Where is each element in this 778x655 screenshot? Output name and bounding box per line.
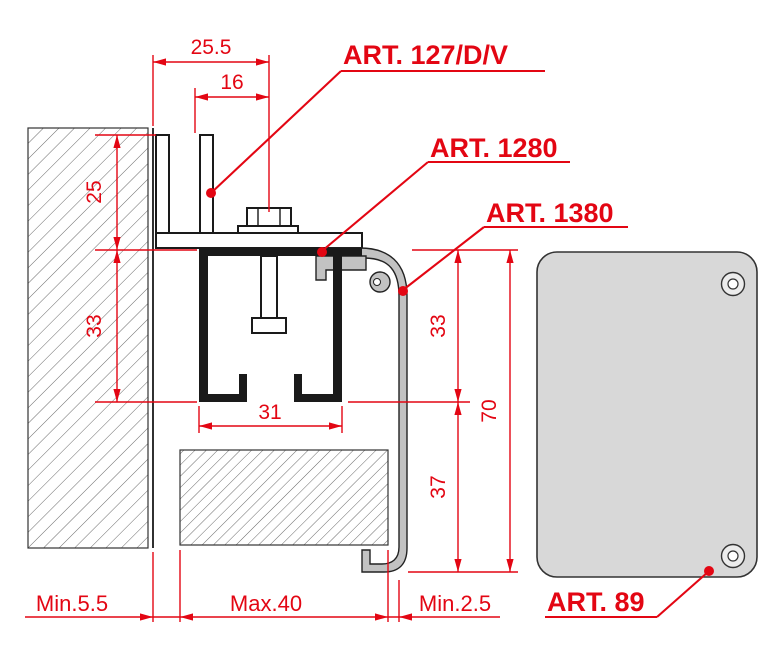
dim-text-31: 31 [258, 401, 281, 424]
dim-text-min-2-5: Min.2.5 [419, 591, 491, 616]
arrowhead [399, 613, 412, 621]
arrowhead [454, 559, 462, 572]
leader-line [656, 571, 709, 618]
dim-text-33-left: 33 [83, 314, 106, 337]
arrowhead [454, 402, 462, 415]
arrowhead [256, 93, 269, 101]
arrowhead [454, 389, 462, 402]
arrowhead [506, 559, 514, 572]
arrowhead [113, 135, 121, 148]
track-right-wall [333, 248, 342, 402]
track-left-lip-upturn [239, 374, 247, 402]
label-art-127: ART. 127/D/V [343, 40, 508, 70]
arrowhead [113, 389, 121, 402]
leader-line [402, 226, 485, 291]
track-left-wall [199, 248, 208, 402]
dim-text-33-right: 33 [427, 314, 450, 337]
bolt-shank [260, 255, 278, 325]
leader-line [210, 70, 342, 194]
arrowhead [180, 613, 193, 621]
wall-section [27, 127, 154, 549]
track-top-flange [199, 248, 362, 256]
article-labels: ART. 127/D/V ART. 1280 ART. 1380 ART. 89 [206, 40, 714, 619]
bolt-washer [237, 225, 299, 234]
leader-line [321, 161, 429, 252]
wall-hatch [27, 127, 149, 549]
screw-top-center-icon [727, 278, 739, 290]
track-profile [199, 248, 362, 402]
leader-dot-icon [317, 247, 327, 257]
dim-text-70: 70 [478, 399, 501, 422]
door-panel [179, 449, 389, 546]
bolt-nut [251, 317, 287, 334]
arrowhead [153, 58, 166, 66]
bracket-wall-leg [155, 134, 170, 234]
dim-text-37: 37 [427, 475, 450, 498]
cover-plate-body [536, 251, 758, 578]
dim-text-min-5-5: Min.5.5 [36, 591, 108, 616]
fascia-body [329, 247, 408, 573]
arrowhead [454, 250, 462, 263]
label-art-1280: ART. 1280 [430, 133, 558, 163]
track-right-lip [294, 394, 342, 402]
dim-text-25-5: 25.5 [191, 36, 232, 59]
arrowhead [195, 93, 208, 101]
track-right-lip-upturn [294, 374, 302, 402]
arrowhead [256, 58, 269, 66]
cover-plate [536, 251, 758, 578]
fascia-curl-opening [373, 278, 381, 286]
arrowhead [375, 613, 388, 621]
track-left-lip [199, 394, 247, 402]
leader-dot-icon [704, 566, 714, 576]
arrowhead [113, 250, 121, 263]
label-art-89: ART. 89 [547, 587, 645, 617]
arrowhead [199, 422, 212, 430]
screw-bottom-center-icon [727, 550, 739, 562]
dimension-annotations: 25.5 16 31 25 33 33 37 70 Min.5.5 Max.40… [25, 36, 518, 622]
leader-dot-icon [206, 188, 216, 198]
leader-dot-icon [398, 286, 408, 296]
arrowhead [113, 237, 121, 250]
suspension-bolt [237, 207, 299, 334]
arrowhead [140, 613, 153, 621]
dim-text-max-40: Max.40 [230, 591, 302, 616]
bracket-front-leg [199, 134, 214, 234]
arrowhead [329, 422, 342, 430]
dim-text-25: 25 [83, 180, 106, 203]
dim-text-16: 16 [220, 71, 243, 94]
arrowhead [506, 250, 514, 263]
label-art-1380: ART. 1380 [486, 198, 614, 228]
bracket-arm [155, 232, 363, 249]
